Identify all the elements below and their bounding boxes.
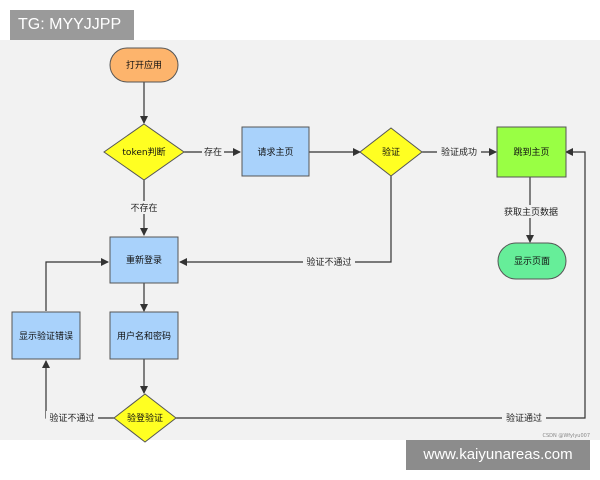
edge-error-to-relogin [45, 258, 109, 311]
edge-label-exists: 存在 [204, 146, 222, 158]
relogin-label: 重新登录 [126, 254, 162, 266]
label-bg [502, 205, 560, 218]
login-verify-label: 验登验证 [127, 412, 163, 424]
show-page-label: 显示页面 [514, 256, 550, 267]
label-bg [502, 411, 546, 424]
watermark-bottom: www.kaiyunareas.com [406, 440, 590, 470]
edge-label-verify-fail-2: 验证不通过 [49, 412, 94, 424]
edge-label-not-exists: 不存在 [130, 202, 157, 214]
edge-label-verify-fail-1: 验证不通过 [306, 256, 351, 268]
label-bg [303, 255, 355, 268]
label-bg [128, 201, 160, 214]
edge-login-pass-to-jump [176, 148, 586, 419]
show-page-node [497, 242, 567, 280]
label-bg [437, 145, 481, 158]
verify-decision [359, 127, 423, 177]
verify-label: 验证 [382, 146, 400, 158]
edge-label-verify-success: 验证成功 [441, 146, 477, 158]
token-check-decision [103, 123, 185, 181]
credentials-label: 用户名和密码 [117, 330, 171, 342]
watermark-top: TG: MYYJJPP [10, 10, 134, 40]
login-verify-decision [113, 393, 177, 443]
diagram-canvas [0, 40, 600, 440]
edge-label-verify-pass: 验证通过 [506, 412, 542, 424]
start-node-label: 打开应用 [126, 59, 162, 71]
start-node [109, 47, 179, 83]
csdn-watermark: CSDN @Wfylyu007 [543, 433, 590, 439]
edge-verify-fail-to-relogin [179, 176, 392, 266]
show-error-label: 显示验证错误 [19, 330, 73, 342]
show-error-node [11, 311, 81, 360]
jump-home-label: 跳到主页 [513, 146, 549, 158]
credentials-node [109, 311, 179, 360]
label-bg [46, 411, 98, 424]
token-check-label: token判断 [122, 146, 165, 158]
jump-home-node [496, 126, 567, 178]
edge-login-fail-to-error [42, 360, 114, 419]
label-bg [202, 145, 224, 158]
request-home-label: 请求主页 [257, 146, 293, 158]
request-home-node [241, 126, 310, 177]
edge-label-fetch-home-data: 获取主页数据 [504, 206, 558, 218]
relogin-node [109, 236, 179, 284]
